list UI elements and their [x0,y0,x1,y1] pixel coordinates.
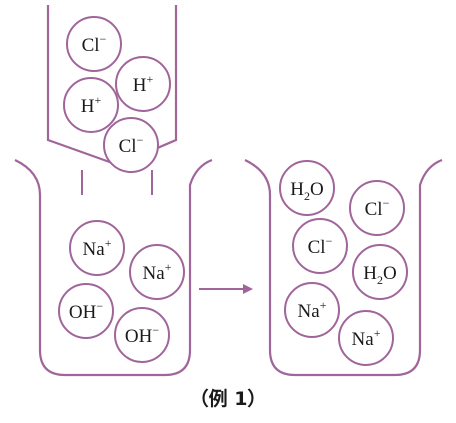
left-beaker-ion: OH− [114,307,170,363]
svg-text:OH−: OH− [125,323,159,347]
svg-text:Na+: Na+ [352,326,381,350]
svg-text:H+: H+ [133,72,154,96]
funnel-ion: Cl− [103,117,159,173]
right-beaker-outline [244,158,443,377]
svg-text:H2O: H2O [290,179,323,203]
right-beaker-molecule: H2O [279,160,335,216]
svg-text:Cl−: Cl− [308,234,333,258]
left-beaker-ion: Na+ [129,244,185,300]
right-beaker-molecule: H2O [352,244,408,300]
svg-text:Na+: Na+ [298,298,327,322]
reaction-arrow-icon [243,284,253,294]
left-beaker-outline [14,158,213,377]
svg-text:H+: H+ [81,93,102,117]
left-beaker-ion: OH− [58,283,114,339]
funnel-ion: H+ [115,56,171,112]
svg-text:Na+: Na+ [83,236,112,260]
right-beaker-ion: Cl− [349,180,405,236]
svg-text:OH−: OH− [69,299,103,323]
svg-text:Cl−: Cl− [119,133,144,157]
svg-text:Cl−: Cl− [365,196,390,220]
funnel-ion: H+ [63,77,119,133]
left-beaker-ion: Na+ [69,220,125,276]
svg-text:Na+: Na+ [143,260,172,284]
right-beaker-ion: Cl− [292,218,348,274]
right-beaker-ion: Na+ [284,282,340,338]
svg-text:Cl−: Cl− [82,32,107,56]
figure-caption: （例 1） [189,388,267,410]
svg-text:H2O: H2O [363,263,396,287]
right-beaker-ion: Na+ [338,310,394,366]
funnel-ion: Cl− [66,16,122,72]
